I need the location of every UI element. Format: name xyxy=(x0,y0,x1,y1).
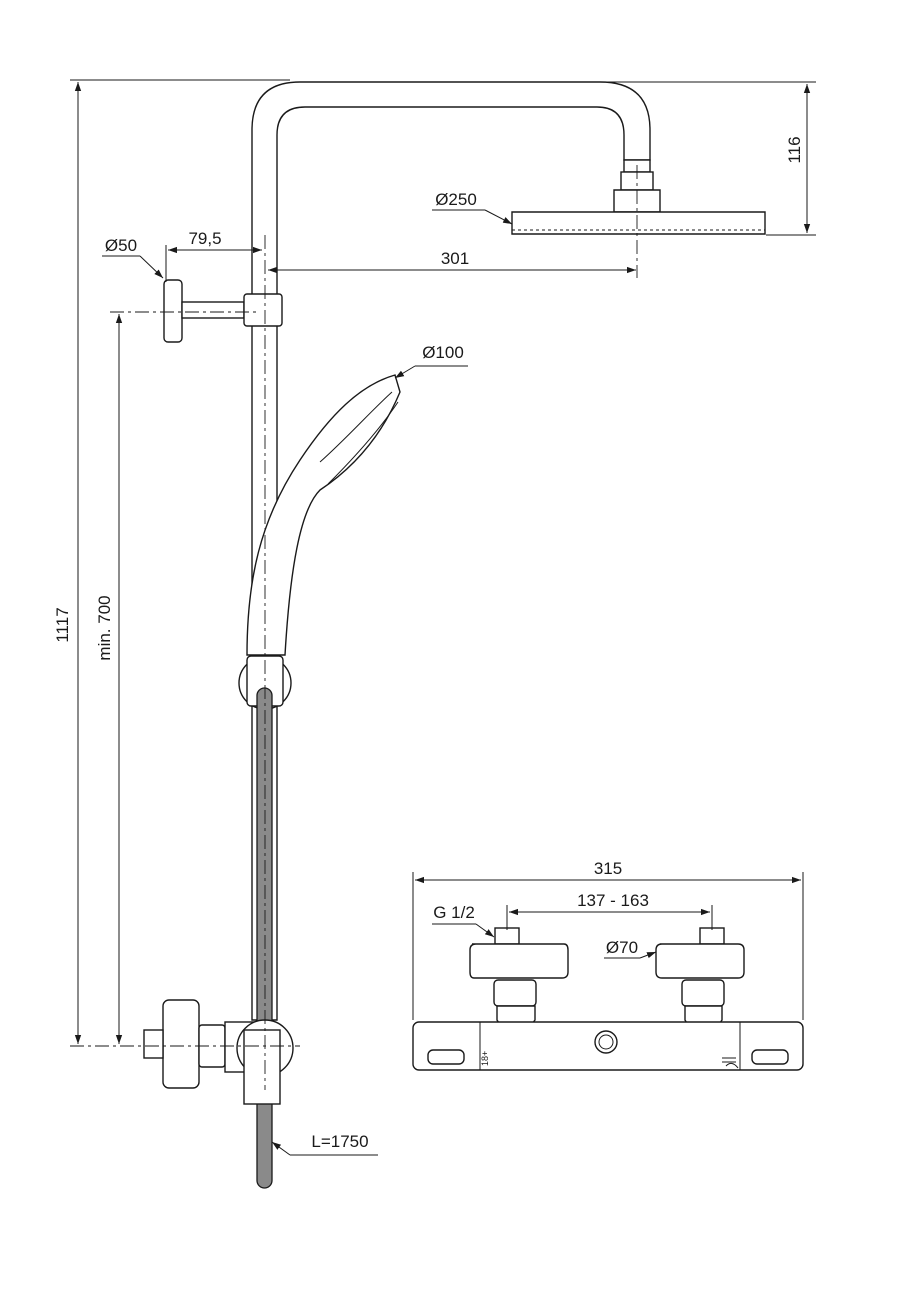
handshower-diameter-label: Ø100 xyxy=(422,343,464,362)
hex-nut-left xyxy=(493,979,537,1007)
inlet-thread-right xyxy=(699,927,725,945)
hex-nut-right xyxy=(681,979,725,1007)
arm-reach-label: 301 xyxy=(441,249,469,268)
handle-left xyxy=(427,1049,465,1065)
wall-bracket-flange xyxy=(163,279,183,343)
temperature-scale-mark: 18+ xyxy=(480,1051,490,1066)
escutcheon-right xyxy=(655,943,745,979)
wall-offset-label: 79,5 xyxy=(188,229,221,248)
handle-right xyxy=(751,1049,789,1065)
overhead-diameter-label: Ø250 xyxy=(435,190,477,209)
wall-escutcheon-side xyxy=(162,999,200,1089)
hose-length-label: L=1750 xyxy=(311,1132,368,1151)
escutcheon-diameter-label: Ø70 xyxy=(606,938,638,957)
min-height-label: min. 700 xyxy=(95,595,114,660)
wall-flange-diameter-label: Ø50 xyxy=(105,236,137,255)
inlet-thread-side xyxy=(143,1029,164,1059)
inlet-spacing-label: 137 - 163 xyxy=(577,891,649,910)
mixer-width-label: 315 xyxy=(594,859,622,878)
hand-shower xyxy=(246,374,401,656)
overhead-height-label: 116 xyxy=(785,136,804,163)
inlet-thread-left xyxy=(494,927,520,945)
shower-column xyxy=(143,81,766,1189)
mixer-body-side xyxy=(243,1029,281,1105)
escutcheon-left xyxy=(469,943,569,979)
wall-bracket-rod xyxy=(181,301,245,319)
thermostatic-mixer-front: 18+ xyxy=(412,927,804,1071)
total-height-label: 1117 xyxy=(53,607,72,642)
shower-hose xyxy=(256,687,273,1189)
overhead-shower xyxy=(511,211,766,235)
bracket-clamp xyxy=(243,293,283,327)
flow-icon xyxy=(722,1057,739,1069)
outlet-port xyxy=(594,1030,618,1054)
riser-pipe xyxy=(251,81,651,1021)
inlet-thread-label: G 1/2 xyxy=(433,903,475,922)
